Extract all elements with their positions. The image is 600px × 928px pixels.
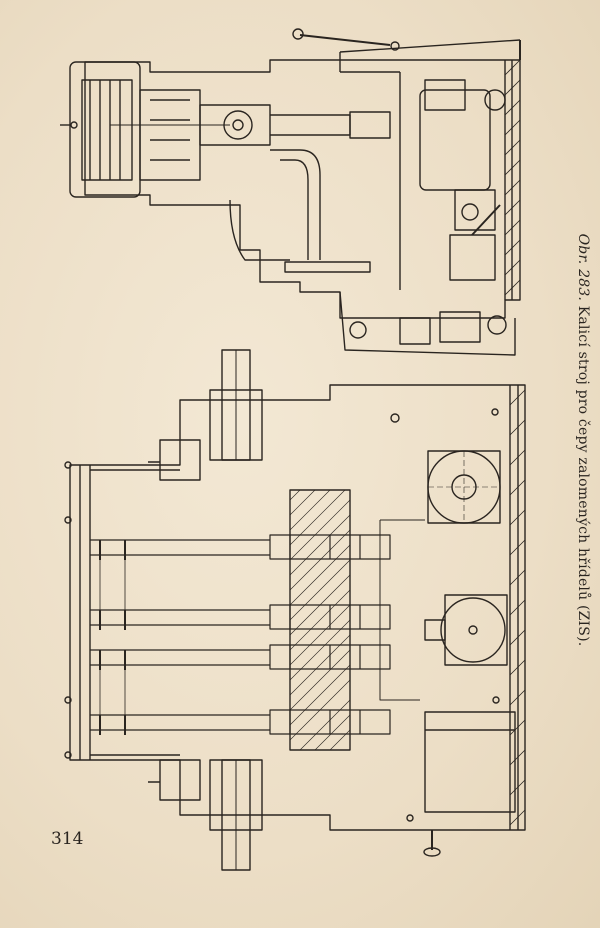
- page-number: 314: [51, 829, 84, 849]
- figure-caption-text: Kalicí stroj pro čepy zalomených hřídelů…: [575, 305, 591, 647]
- lower-front-view: [64, 349, 526, 871]
- figure-label: Obr. 283.: [575, 233, 591, 302]
- figure-caption: Obr. 283. Kalicí stroj pro čepy zalomený…: [575, 234, 591, 647]
- upper-section-view: [60, 28, 521, 356]
